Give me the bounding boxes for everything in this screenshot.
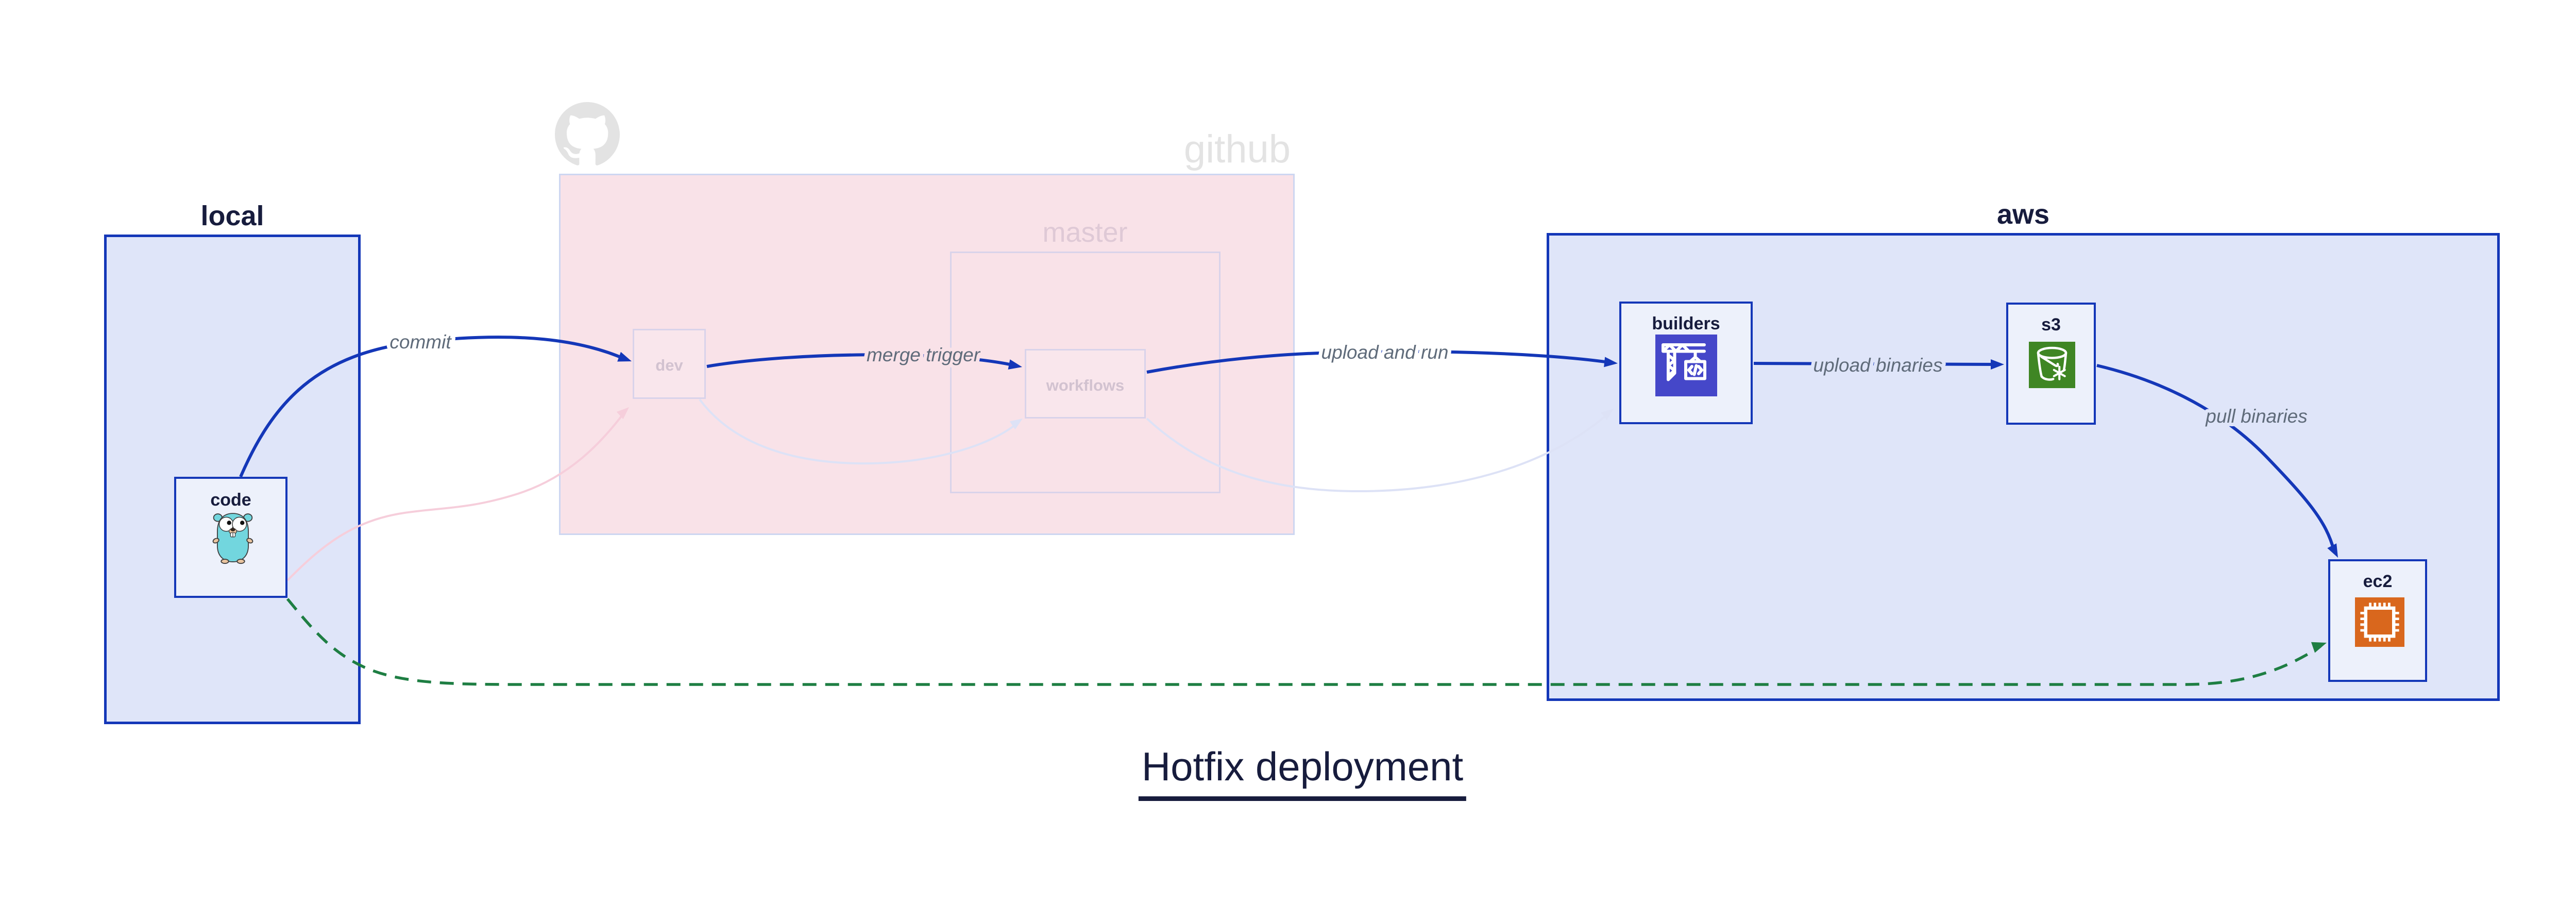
edge-pull-binaries [2096, 364, 2335, 551]
container-github-label: github [1183, 127, 1291, 171]
edge-pull-binaries-label: pull binaries [2205, 406, 2307, 427]
node-s3: s3 [2006, 303, 2096, 425]
node-ec2: ec2 [2328, 559, 2427, 682]
arrowhead [1008, 359, 1022, 370]
aws-codebuild-crane-icon [1655, 335, 1717, 396]
edge-ghost-workflows-builders [1146, 412, 1609, 493]
node-ec2-label: ec2 [2363, 572, 2393, 591]
arrowhead [617, 352, 632, 362]
arrowhead [1009, 419, 1023, 430]
edge-commit-label: commit [389, 331, 452, 353]
node-code: code [174, 477, 287, 598]
edge-hotfix-dashed [286, 598, 2321, 686]
node-builders: builders [1619, 302, 1753, 424]
node-workflows: workflows [1025, 349, 1146, 419]
edge-merge-trigger-label: merge trigger [867, 344, 981, 365]
node-workflows-label: workflows [1046, 376, 1125, 394]
container-aws-label: aws [1996, 199, 2050, 230]
github-octocat-icon [555, 102, 620, 165]
container-master [950, 252, 1221, 493]
edge-merge-trigger [706, 353, 1018, 368]
edge-upload-and-run-label: upload and run [1321, 342, 1449, 363]
arrowhead [1604, 357, 1618, 368]
arrowhead [1601, 409, 1614, 421]
aws-s3-glacier-bucket-icon [2029, 342, 2075, 388]
arrowhead [2311, 642, 2327, 653]
aws-ec2-chip-icon [2355, 597, 2404, 647]
edge-ghost-dev-workflows [699, 398, 1019, 465]
edge-upload-binaries-label: upload binaries [1814, 355, 1943, 376]
node-dev-label: dev [655, 356, 683, 374]
node-builders-label: builders [1652, 314, 1720, 333]
edge-upload-and-run [1146, 349, 1613, 374]
container-master-label: master [1042, 217, 1128, 248]
node-s3-label: s3 [2041, 315, 2061, 335]
container-local-label: local [200, 201, 264, 231]
node-code-label: code [210, 490, 251, 510]
node-dev: dev [633, 329, 706, 399]
go-gopher-icon [212, 513, 253, 564]
edge-upload-binaries [1753, 362, 1999, 366]
arrowhead [1991, 359, 2004, 370]
arrowhead [2327, 543, 2338, 558]
edge-commit [239, 336, 626, 478]
diagram-title: Hotfix deployment [1138, 743, 1467, 801]
arrowhead [616, 407, 629, 420]
edge-ghost-code-dev [286, 411, 625, 581]
